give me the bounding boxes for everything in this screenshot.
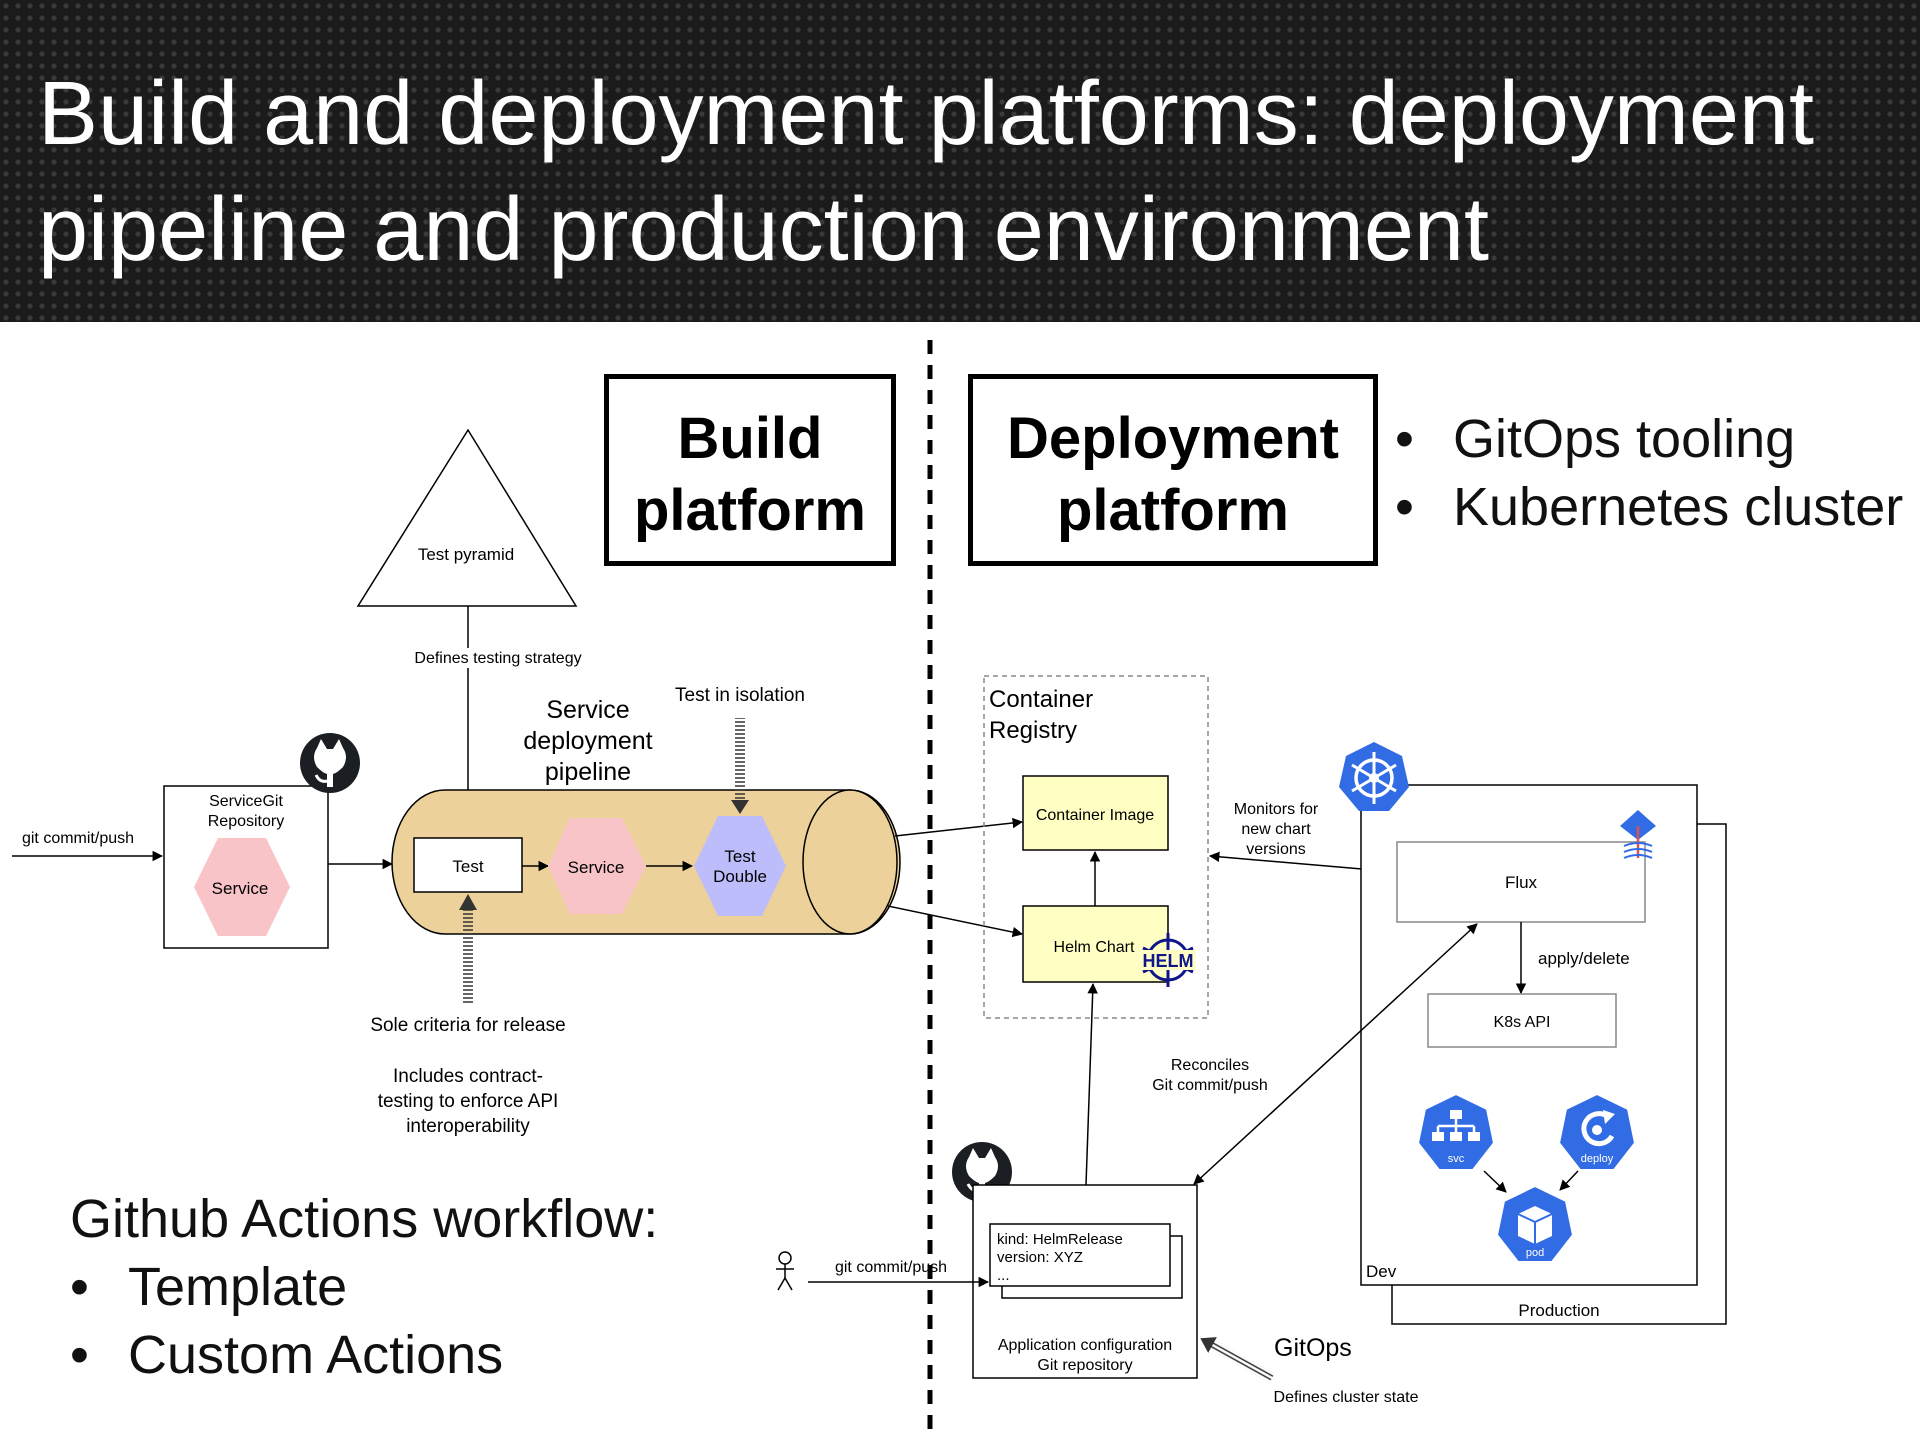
app-config-line2: Git repository	[1037, 1357, 1132, 1374]
test-box	[413, 837, 523, 893]
pipeline-to-image-arrow	[894, 817, 1024, 837]
service-label: Service	[212, 879, 269, 898]
workflow-item-template: Template	[70, 1253, 658, 1321]
slide-title: Build and deployment platforms: deployme…	[38, 64, 1815, 280]
dev-label: Dev	[1366, 1262, 1397, 1281]
defines-cluster-state-label: Defines cluster state	[1274, 1389, 1419, 1406]
deployment-platform-bullets: GitOps tooling Kubernetes cluster	[1395, 405, 1903, 541]
kubernetes-icon	[1339, 742, 1409, 811]
deploy-label: deploy	[1581, 1153, 1614, 1165]
workflow-list: Template Custom Actions	[70, 1253, 658, 1389]
flux-box	[1396, 841, 1646, 923]
production-label: Production	[1518, 1301, 1599, 1320]
flux-icon	[1620, 810, 1656, 859]
build-platform-box: Build platform	[604, 374, 896, 566]
gitops-hatched-arrow	[1200, 1337, 1275, 1383]
test-double-line1: Test	[724, 847, 755, 866]
test-label: Test	[452, 857, 483, 876]
sole-criteria-hatched-arrow	[463, 908, 473, 1004]
sole-criteria-label: Sole criteria for release	[370, 1015, 565, 1036]
k8s-api-label: K8s API	[1494, 1014, 1551, 1031]
container-image-label: Container Image	[1036, 807, 1154, 824]
helm-icon: HELM	[1140, 933, 1196, 987]
build-git-commit-label: git commit/push	[22, 830, 134, 847]
helm-release-line3: ...	[997, 1267, 1010, 1284]
monitors-line3: versions	[1246, 841, 1306, 858]
person-icon	[776, 1251, 794, 1291]
contract-testing-line3: interoperability	[406, 1116, 530, 1137]
contract-testing-line2: testing to enforce API	[378, 1091, 559, 1112]
helm-release-line2: version: XYZ	[997, 1249, 1083, 1266]
svc-to-pod-arrow	[1483, 1170, 1507, 1193]
test-double-hexagon	[694, 816, 786, 916]
helm-chart-label: Helm Chart	[1054, 939, 1135, 956]
pipeline-to-helm-arrow	[887, 905, 1024, 938]
test-pyramid-label: Test pyramid	[418, 545, 514, 564]
test-pyramid-triangle	[356, 428, 578, 607]
bullet-kubernetes-cluster: Kubernetes cluster	[1395, 473, 1903, 541]
apply-delete-label: apply/delete	[1538, 949, 1630, 968]
workflow-title: Github Actions workflow:	[70, 1189, 659, 1249]
helm-release-line1: kind: HelmRelease	[997, 1231, 1123, 1248]
github-icon	[300, 733, 360, 793]
pipeline-label-line1: Service	[546, 696, 629, 724]
helm-release-doc	[989, 1223, 1171, 1287]
pipeline-service-label: Service	[568, 858, 625, 877]
bullet-gitops-tooling: GitOps tooling	[1395, 405, 1903, 473]
monitors-line2: new chart	[1241, 821, 1311, 838]
container-registry-line2: Registry	[989, 717, 1077, 744]
deploy-icon: deploy	[1557, 1092, 1637, 1171]
github-actions-workflow: Github Actions workflow: Template Custom…	[70, 1185, 658, 1389]
contract-testing-line1: Includes contract-	[393, 1066, 543, 1087]
deployment-pipeline-cylinder	[391, 789, 901, 935]
workflow-item-custom-actions: Custom Actions	[70, 1321, 658, 1389]
reconciles-arrow	[1193, 923, 1478, 1185]
service-repo-line2: Repository	[208, 813, 284, 830]
pipeline-label-line2: deployment	[523, 727, 652, 755]
pod-label: pod	[1526, 1247, 1544, 1259]
container-registry	[983, 675, 1209, 1019]
container-image-box	[1022, 775, 1169, 851]
defines-testing-strategy-label: Defines testing strategy	[414, 650, 581, 667]
build-platform-label: Build platform	[634, 406, 866, 543]
test-in-isolation-label: Test in isolation	[675, 685, 805, 706]
appconfig-to-helm-arrow	[1085, 982, 1098, 1186]
container-registry-line1: Container	[989, 686, 1093, 713]
deployment-platform-box: Deployment platform	[968, 374, 1378, 566]
pipeline-label-line3: pipeline	[545, 758, 631, 786]
flux-label: Flux	[1505, 873, 1538, 892]
pod-icon: pod	[1495, 1184, 1575, 1263]
service-hexagon	[194, 838, 290, 936]
deploy-git-commit-label: git commit/push	[835, 1259, 947, 1276]
reconciles-line2: Git commit/push	[1152, 1077, 1268, 1094]
pipeline-service-hexagon	[548, 818, 646, 914]
helm-chart-box	[1022, 905, 1169, 983]
deploy-to-pod-arrow	[1559, 1170, 1579, 1191]
svc-label: svc	[1448, 1153, 1465, 1165]
reconciles-line1: Reconciles	[1171, 1057, 1249, 1074]
monitors-line1: Monitors for	[1234, 801, 1319, 818]
slide-header: Build and deployment platforms: deployme…	[0, 0, 1920, 322]
service-repo-line1: ServiceGit	[209, 793, 283, 810]
helm-logo-text: HELM	[1143, 951, 1194, 971]
isolation-hatched-arrow	[735, 718, 745, 802]
gitops-label: GitOps	[1274, 1334, 1352, 1362]
test-double-line2: Double	[713, 867, 767, 886]
deployment-platform-label: Deployment platform	[1007, 406, 1339, 543]
app-config-line1: Application configuration	[998, 1337, 1172, 1354]
